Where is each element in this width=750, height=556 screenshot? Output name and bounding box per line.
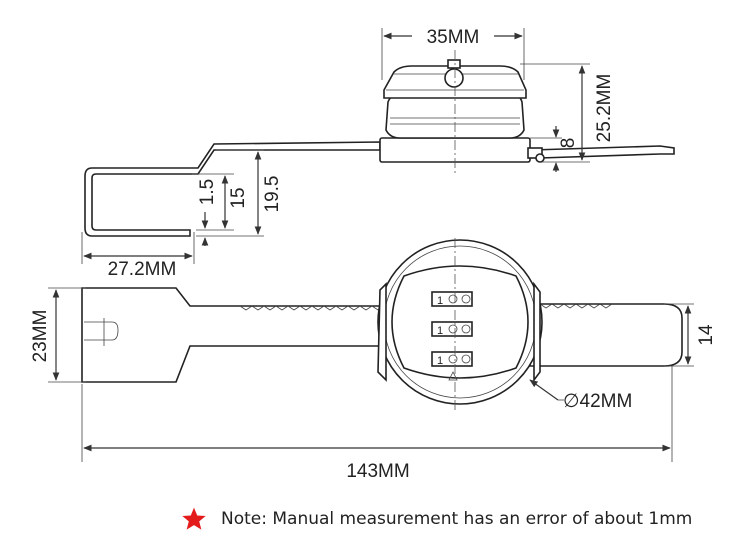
dim-top-width-label: 35MM	[427, 27, 480, 48]
dim-offset-mid-label: 15	[228, 187, 249, 208]
star-icon	[182, 507, 206, 530]
clamp-pin	[535, 153, 545, 163]
hook-wire	[84, 141, 381, 237]
dim-bar-height: 14	[664, 303, 717, 367]
serrated-teeth-right	[539, 303, 613, 309]
dim-top-width: 35MM	[381, 27, 525, 80]
dim-offset-large-label: 19.5	[262, 176, 283, 213]
dim-dial-diameter: ∅42MM	[529, 379, 632, 412]
dim-hasp-height: 23MM	[30, 287, 86, 383]
dim-total-length-label: 143MM	[346, 461, 409, 482]
dial-wheel-3[interactable]: 1	[431, 351, 473, 367]
dim-hook-width-label: 27.2MM	[108, 259, 177, 280]
dim-hasp-height-label: 23MM	[30, 310, 51, 363]
dim-total-length: 143MM	[81, 366, 673, 482]
dim-hook-width: 27.2MM	[81, 232, 195, 280]
dial-digit-3: 1	[437, 355, 443, 367]
top-knob	[444, 68, 464, 88]
dim-offset-small-label: 1.5	[197, 179, 218, 205]
serrated-teeth-left	[239, 305, 383, 311]
dim-flange-height: 8	[530, 126, 579, 172]
dial-indicator-icon	[448, 371, 458, 381]
dim-bar-height-label: 14	[696, 324, 717, 346]
dim-total-height: 25.2MM	[520, 63, 615, 163]
right-bar	[529, 303, 683, 367]
dial-digit-2: 1	[437, 325, 443, 337]
side-view	[84, 50, 675, 237]
side-bar	[531, 145, 675, 159]
dial-wheel-2[interactable]: 1	[431, 321, 473, 337]
measurement-note: Note: Manual measurement has an error of…	[181, 506, 692, 532]
clamp-tab	[527, 147, 543, 159]
dial-digit-1: 1	[437, 295, 443, 307]
dim-hook-offsets: 1.5 15 19.5	[192, 149, 283, 246]
hasp-slot	[84, 321, 119, 341]
top-view: 1 1 1	[81, 238, 683, 410]
note-text: Note: Manual measurement has an error of…	[221, 509, 693, 529]
dim-flange-height-label: 8	[558, 138, 579, 149]
dial-wheel-1[interactable]: 1	[431, 291, 473, 307]
dial-ear-left	[377, 282, 387, 382]
dim-dial-diameter-label: ∅42MM	[563, 391, 632, 412]
hasp-plate	[81, 287, 383, 383]
dim-total-height-label: 25.2MM	[594, 74, 615, 143]
dial-ear-right	[533, 281, 541, 383]
